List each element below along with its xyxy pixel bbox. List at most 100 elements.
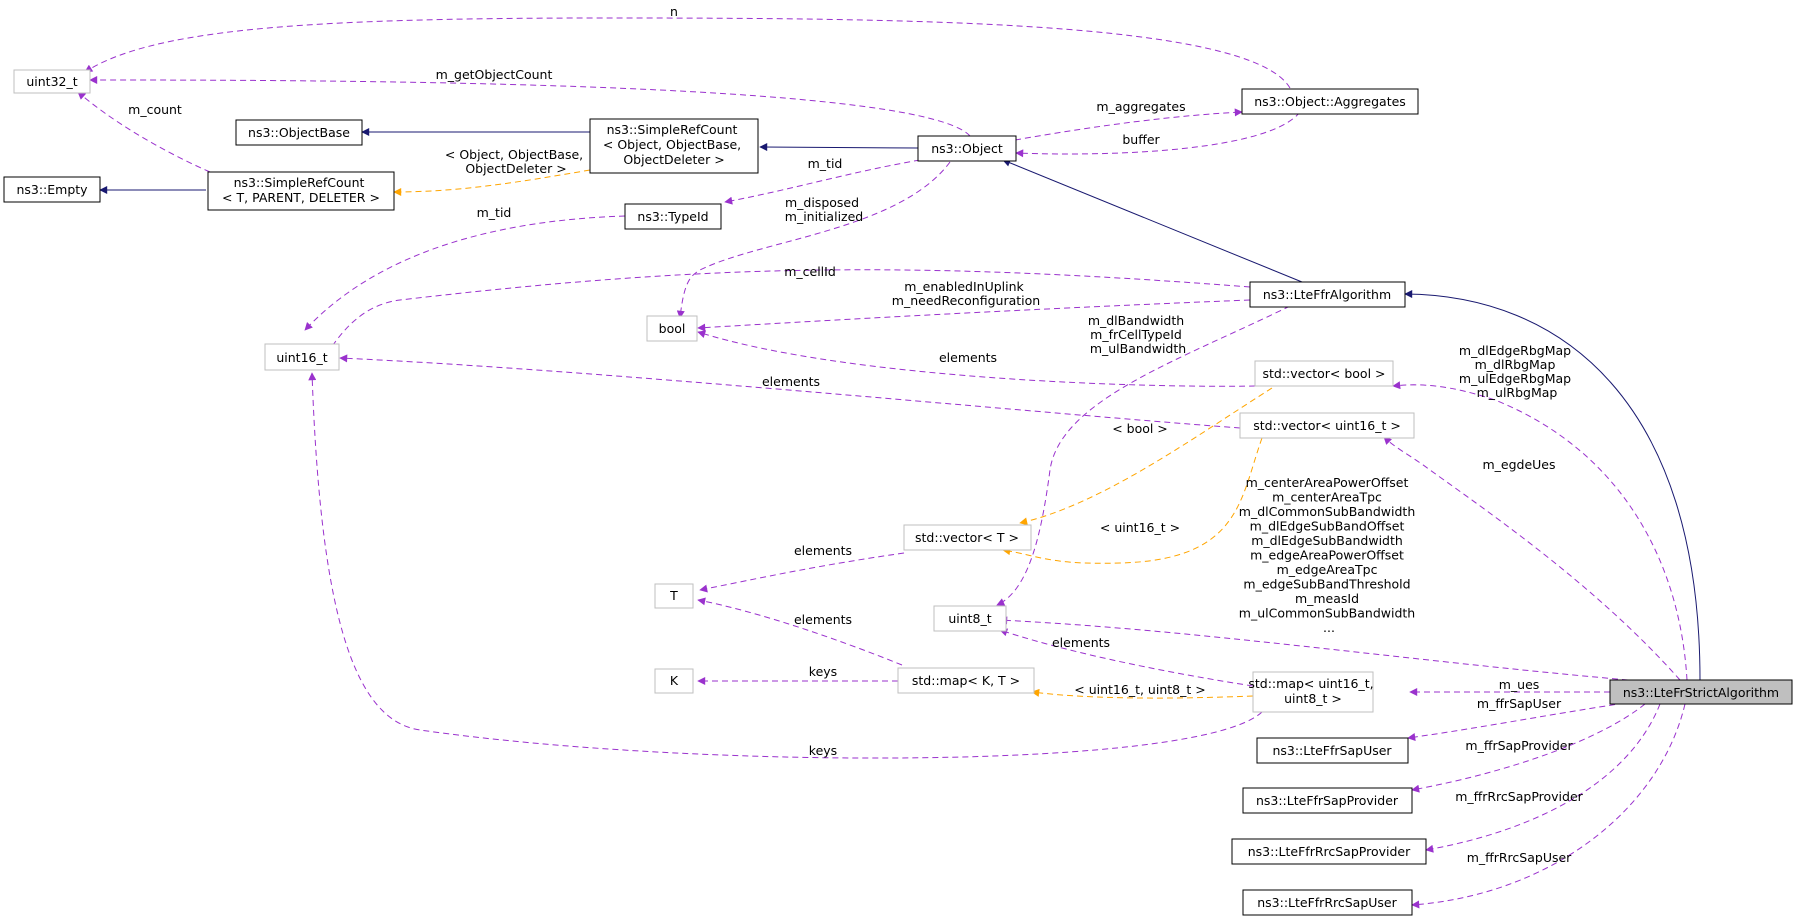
node-uint32[interactable]: uint32_t	[13, 69, 91, 94]
edge-mapuint16-to-mapkt	[1031, 688, 1254, 699]
node-simple-ref-count-object-line1: ns3::SimpleRefCount	[607, 122, 738, 137]
node-lte-fr-strict-algorithm[interactable]: ns3::LteFrStrictAlgorithm	[1609, 679, 1793, 705]
node-type-id[interactable]: ns3::TypeId	[624, 203, 722, 230]
node-simple-ref-count-t-label: ns3::SimpleRefCount < T, PARENT, DELETER…	[222, 175, 380, 205]
edge-label-bandwidth-line1: m_dlBandwidth	[1088, 313, 1184, 328]
node-simple-ref-count-object-label: ns3::SimpleRefCount < Object, ObjectBase…	[603, 122, 745, 167]
edge-mapuint16-keys-uint16	[308, 372, 1263, 759]
edge-strict-egdeues-vectoruint16	[1383, 436, 1681, 681]
node-lte-ffr-sap-user[interactable]: ns3::LteFfrSapUser	[1256, 737, 1409, 764]
node-vector-bool[interactable]: std::vector< bool >	[1254, 360, 1394, 387]
edge-label-offsets-line4: m_dlEdgeSubBandOffset	[1250, 519, 1405, 534]
edge-label-offsets-line7: m_edgeAreaTpc	[1277, 562, 1378, 577]
node-empty[interactable]: ns3::Empty	[3, 176, 101, 203]
edge-label-object-template: < Object, ObjectBase, ObjectDeleter >	[445, 147, 587, 176]
edge-label-cellid: m_cellId	[784, 264, 836, 279]
edge-simplerefcountobject-to-simplerefcount	[393, 169, 591, 196]
edge-label-n: n	[670, 4, 678, 19]
node-map-uint16-uint8[interactable]: std::map< uint16_t, uint8_t >	[1248, 671, 1377, 713]
node-t[interactable]: T	[654, 583, 694, 609]
edge-label-ffrrrcsapprovider: m_ffrRrcSapProvider	[1455, 789, 1583, 804]
nodes: uint32_t uint16_t bool std::vector< bool…	[3, 69, 1793, 916]
edge-object-tid-typeid	[724, 159, 921, 205]
node-map-kt-label: std::map< K, T >	[912, 673, 1020, 688]
edge-label-egdeues: m_egdeUes	[1482, 457, 1555, 472]
node-simple-ref-count-t-line1: ns3::SimpleRefCount	[234, 175, 365, 190]
edge-lteffr-bandwidth-uint8	[996, 305, 1291, 606]
node-lte-ffr-rrc-sap-user[interactable]: ns3::LteFfrRrcSapUser	[1242, 889, 1413, 916]
edge-object-disposed-bool	[676, 161, 951, 319]
edge-typeid-tid-uint16	[304, 215, 626, 331]
edge-label-offsets-line6: m_edgeAreaPowerOffset	[1250, 548, 1404, 563]
node-k[interactable]: K	[654, 668, 694, 694]
node-lte-ffr-algorithm[interactable]: ns3::LteFfrAlgorithm	[1249, 281, 1406, 308]
node-map-uint16-uint8-line2: uint8_t >	[1284, 691, 1342, 706]
edge-label-count: m_count	[128, 102, 182, 117]
edge-label-rbgmaps-line3: m_ulEdgeRbgMap	[1459, 371, 1571, 386]
edge-label-rbgmaps: m_dlEdgeRbgMap m_dlRbgMap m_ulEdgeRbgMap…	[1459, 343, 1575, 400]
edge-label-offsets-line2: m_centerAreaTpc	[1272, 490, 1382, 505]
node-lte-ffr-rrc-sap-provider[interactable]: ns3::LteFfrRrcSapProvider	[1231, 838, 1427, 865]
node-object[interactable]: ns3::Object	[917, 135, 1017, 162]
edge-label-map-template: < uint16_t, uint8_t >	[1074, 682, 1205, 697]
edge-label-bandwidth: m_dlBandwidth m_frCellTypeId m_ulBandwid…	[1088, 313, 1188, 356]
edge-label-tid-object: m_tid	[808, 156, 843, 171]
edge-label-ffrsapprovider: m_ffrSapProvider	[1465, 738, 1573, 753]
edge-label-tid-typeid: m_tid	[477, 205, 512, 220]
node-simple-ref-count-t[interactable]: ns3::SimpleRefCount < T, PARENT, DELETER…	[207, 171, 395, 211]
node-lte-ffr-sap-provider[interactable]: ns3::LteFfrSapProvider	[1242, 787, 1413, 814]
node-map-kt[interactable]: std::map< K, T >	[897, 667, 1035, 694]
edge-labels: n m_getObjectCount m_count m_aggregates …	[128, 4, 1584, 865]
node-type-id-label: ns3::TypeId	[637, 209, 708, 224]
edge-label-elements-map-t: elements	[794, 612, 852, 627]
edge-vectort-elements-t	[699, 552, 905, 593]
node-simple-ref-count-object-line3: ObjectDeleter >	[623, 152, 724, 167]
edge-label-buffer: buffer	[1122, 132, 1160, 147]
node-uint16[interactable]: uint16_t	[264, 343, 340, 371]
edge-vectorbool-to-vectort	[1019, 387, 1273, 526]
node-vector-uint16-label: std::vector< uint16_t >	[1253, 418, 1401, 433]
edge-label-rbgmaps-line1: m_dlEdgeRbgMap	[1459, 343, 1571, 358]
node-uint8[interactable]: uint8_t	[933, 605, 1007, 632]
edge-label-elements-uint8: elements	[1052, 635, 1110, 650]
edge-label-offsets-line11: ...	[1323, 620, 1335, 635]
node-vector-uint16[interactable]: std::vector< uint16_t >	[1239, 412, 1415, 439]
edge-label-ffrrrcsapuser: m_ffrRrcSapUser	[1467, 850, 1572, 865]
node-simple-ref-count-t-line2: < T, PARENT, DELETER >	[222, 190, 380, 205]
edge-strict-ffrrrcsapprovider	[1425, 703, 1661, 853]
edge-label-elements-bool: elements	[939, 350, 997, 365]
node-vector-t-label: std::vector< T >	[915, 530, 1019, 545]
edge-label-offsets: m_centerAreaPowerOffset m_centerAreaTpc …	[1239, 475, 1419, 635]
edge-label-disposed: m_disposed m_initialized	[785, 195, 863, 224]
edge-label-object-template-line2: ObjectDeleter >	[465, 161, 566, 176]
node-object-label: ns3::Object	[931, 141, 1003, 156]
edge-label-aggregates: m_aggregates	[1096, 99, 1185, 114]
edge-label-enabled-line2: m_needReconfiguration	[892, 293, 1040, 308]
node-vector-t[interactable]: std::vector< T >	[903, 524, 1032, 551]
edge-strict-to-lteffralgorithm	[1404, 290, 1701, 681]
node-lte-fr-strict-algorithm-label: ns3::LteFrStrictAlgorithm	[1623, 685, 1779, 700]
edge-label-offsets-line1: m_centerAreaPowerOffset	[1246, 475, 1409, 490]
edge-label-bandwidth-line2: m_frCellTypeId	[1090, 327, 1182, 342]
node-uint8-label: uint8_t	[948, 611, 991, 626]
node-simple-ref-count-object[interactable]: ns3::SimpleRefCount < Object, ObjectBase…	[589, 118, 759, 174]
edge-label-keys-uint16: keys	[809, 743, 837, 758]
node-map-uint16-uint8-line1: std::map< uint16_t,	[1248, 676, 1373, 691]
edge-label-keys-k: keys	[809, 664, 837, 679]
node-aggregates[interactable]: ns3::Object::Aggregates	[1241, 88, 1419, 115]
edge-strict-ffrrrcsapuser	[1411, 703, 1686, 909]
edge-label-object-template-line1: < Object, ObjectBase,	[445, 147, 583, 162]
node-bool[interactable]: bool	[646, 315, 698, 342]
node-empty-label: ns3::Empty	[16, 182, 88, 197]
edge-object-to-simplerefcountobject	[759, 143, 919, 152]
edges	[77, 17, 1701, 909]
edge-mapkt-elements-t	[697, 597, 903, 666]
edge-mapuint16-elements-uint8	[999, 628, 1254, 687]
edge-label-elements-uint16: elements	[762, 374, 820, 389]
edge-label-offsets-line10: m_ulCommonSubBandwidth	[1239, 606, 1415, 621]
node-lte-ffr-sap-provider-label: ns3::LteFfrSapProvider	[1256, 793, 1399, 808]
edge-aggregates-n-uint32	[84, 17, 1291, 89]
edge-label-disposed-line2: m_initialized	[785, 209, 863, 224]
node-object-base[interactable]: ns3::ObjectBase	[235, 119, 363, 146]
edge-label-ffrsapuser: m_ffrSapUser	[1477, 696, 1562, 711]
